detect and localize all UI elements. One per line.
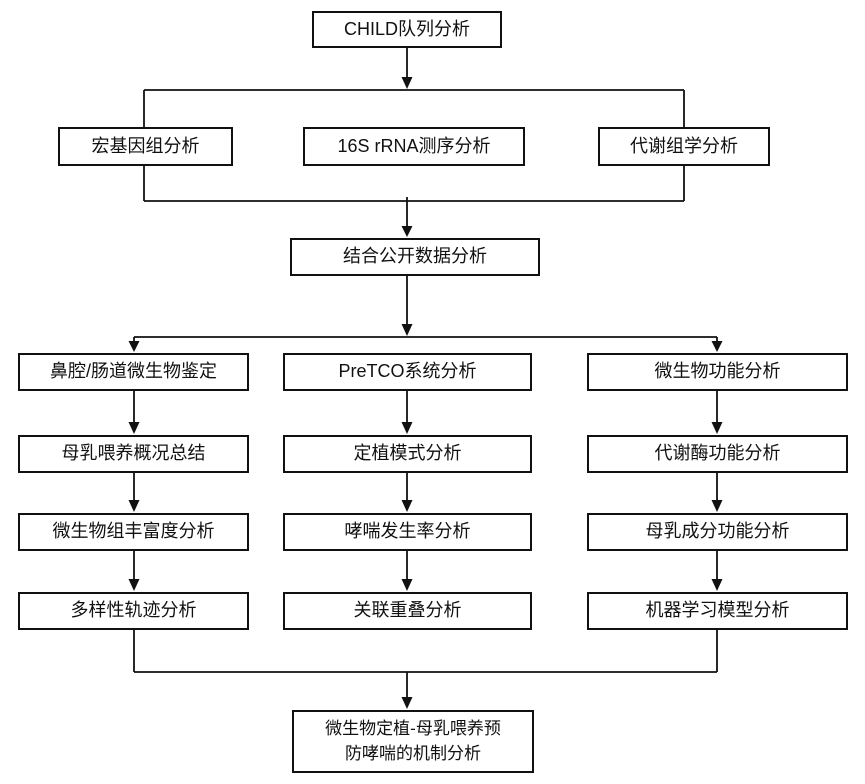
node-colonization-pattern-analysis: 定植模式分析 (283, 435, 532, 473)
node-diversity-trajectory-analysis: 多样性轨迹分析 (18, 592, 249, 630)
arrowhead-down-icon (711, 341, 723, 352)
node-nasal-gut-microbe-identification: 鼻腔/肠道微生物鉴定 (18, 353, 249, 391)
arrowhead-down-icon (401, 579, 413, 591)
node-pretco-system-analysis: PreTCO系统分析 (283, 353, 532, 391)
node-metabolomics: 代谢组学分析 (598, 127, 770, 166)
node-public-data-merge: 结合公开数据分析 (290, 238, 540, 276)
connector-columns-to-final (133, 630, 718, 709)
connector-level2-to-merge (143, 166, 685, 237)
node-metagenomics: 宏基因组分析 (58, 127, 233, 166)
arrowhead-down-icon (128, 422, 140, 434)
connector-column3-flow (711, 391, 723, 591)
arrowhead-down-icon (401, 226, 413, 237)
arrowhead-down-icon (401, 422, 413, 434)
arrowhead-down-icon (711, 579, 723, 591)
node-microbiome-richness-analysis: 微生物组丰富度分析 (18, 513, 249, 551)
connector-column2-flow (401, 391, 413, 591)
node-association-overlap-analysis: 关联重叠分析 (283, 592, 532, 630)
arrowhead-down-icon (401, 697, 413, 709)
node-milk-component-function-analysis: 母乳成分功能分析 (587, 513, 848, 551)
arrowhead-down-icon (401, 500, 413, 512)
arrowhead-down-icon (401, 77, 413, 89)
node-child-cohort: CHILD队列分析 (312, 11, 502, 48)
arrowhead-down-icon (711, 422, 723, 434)
node-final-mechanism-analysis: 微生物定植-母乳喂养预 防哮喘的机制分析 (292, 710, 534, 773)
node-microbe-function-analysis: 微生物功能分析 (587, 353, 848, 391)
connector-merge-to-columns (128, 276, 723, 352)
node-metabolic-enzyme-function-analysis: 代谢酶功能分析 (587, 435, 848, 473)
arrowhead-down-icon (128, 579, 140, 591)
node-16s-rrna-sequencing: 16S rRNA测序分析 (303, 127, 525, 166)
node-breastfeeding-profile-summary: 母乳喂养概况总结 (18, 435, 249, 473)
arrowhead-down-icon (711, 500, 723, 512)
node-machine-learning-model-analysis: 机器学习模型分析 (587, 592, 848, 630)
node-asthma-incidence-analysis: 哮喘发生率分析 (283, 513, 532, 551)
arrowhead-down-icon (128, 500, 140, 512)
connector-column1-flow (128, 391, 140, 591)
connector-root-to-level2 (143, 48, 685, 127)
arrowhead-down-icon (128, 341, 140, 352)
arrowhead-down-icon (401, 324, 413, 336)
